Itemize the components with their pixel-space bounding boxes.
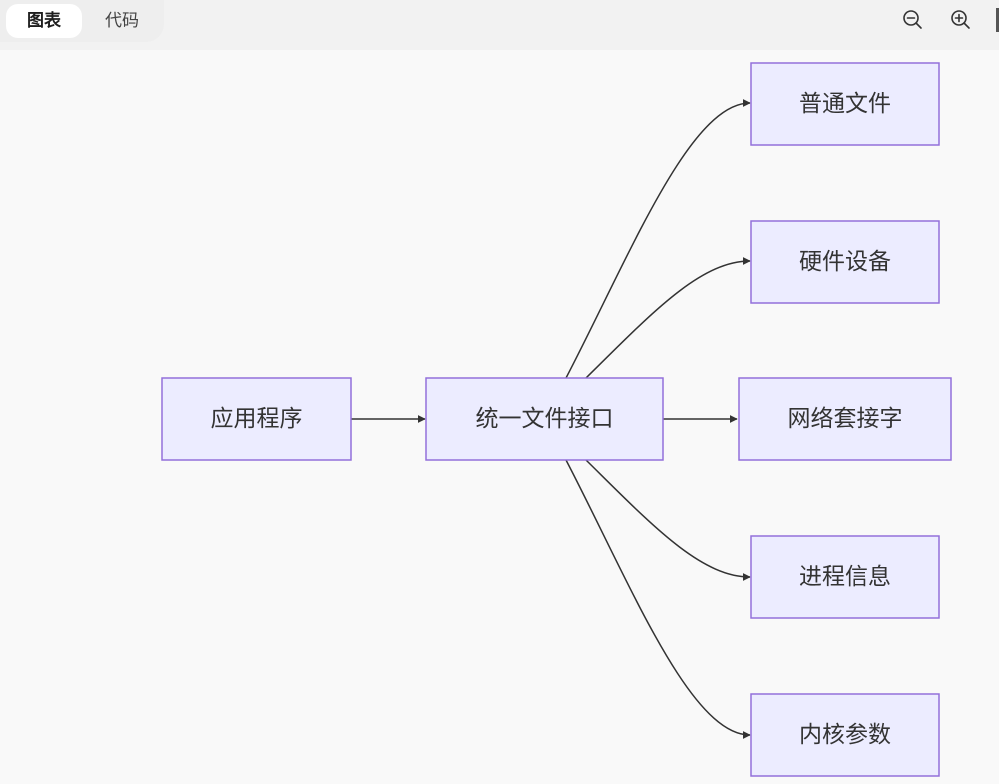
node-socket[interactable]: 网络套接字 — [738, 377, 952, 461]
tab-code[interactable]: 代码 — [105, 11, 139, 31]
zoom-out-button[interactable] — [899, 6, 927, 34]
node-kernel-params[interactable]: 内核参数 — [750, 693, 940, 777]
node-process-info[interactable]: 进程信息 — [750, 535, 940, 619]
edge-vfs-to-kernel-params — [565, 459, 751, 739]
node-vfs[interactable]: 统一文件接口 — [425, 377, 664, 461]
node-vfs-label: 统一文件接口 — [476, 406, 614, 432]
view-tabs: 图表 代码 — [0, 0, 164, 42]
node-hardware-label: 硬件设备 — [799, 249, 891, 275]
zoom-in-button[interactable] — [947, 6, 975, 34]
node-socket-label: 网络套接字 — [788, 406, 903, 432]
node-app[interactable]: 应用程序 — [161, 377, 352, 461]
node-regular-file-label: 普通文件 — [799, 91, 891, 117]
toolbar-overflow-edge — [996, 8, 999, 32]
node-app-label: 应用程序 — [211, 406, 303, 432]
node-regular-file[interactable]: 普通文件 — [750, 62, 940, 146]
node-kernel-params-label: 内核参数 — [799, 722, 891, 748]
edge-vfs-to-process-info — [585, 459, 751, 581]
toolbar: 图表 代码 — [0, 0, 999, 50]
tab-diagram[interactable]: 图表 — [6, 4, 82, 38]
edge-vfs-to-hardware — [585, 257, 751, 379]
node-hardware[interactable]: 硬件设备 — [750, 220, 940, 304]
zoom-in-icon — [951, 10, 970, 29]
node-process-info-label: 进程信息 — [799, 564, 891, 590]
edge-vfs-to-regular-file — [565, 99, 751, 379]
zoom-out-icon — [903, 10, 922, 29]
